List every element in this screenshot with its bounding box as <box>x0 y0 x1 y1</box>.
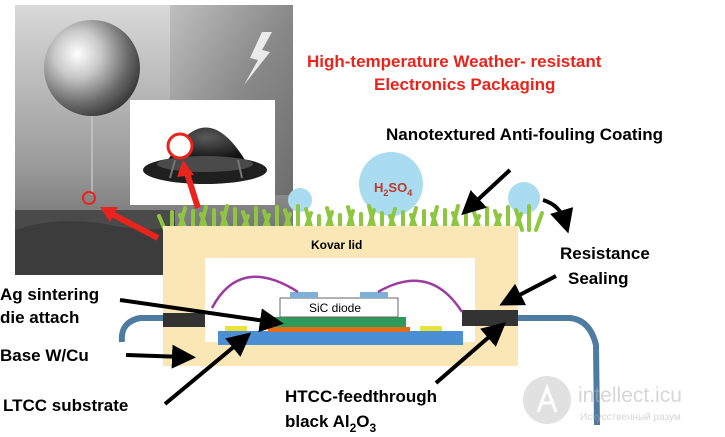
htcc-label-line2: black Al2O3 <box>285 412 377 435</box>
seal-right <box>462 310 518 326</box>
grass-blade <box>514 208 524 232</box>
wire-bond-left <box>210 275 299 309</box>
die-top-pad-right <box>360 292 388 298</box>
gold-pad-right <box>420 326 442 331</box>
lead-left <box>118 315 200 343</box>
sic-diode-label: SiC diode <box>309 301 361 315</box>
watermark-name: intellect.icu <box>578 384 682 407</box>
title-line1: High-temperature Weather- resistant <box>307 52 602 71</box>
pointer-arrows <box>119 168 574 406</box>
ltcc-label: LTCC substrate <box>3 396 128 415</box>
seal-left <box>163 313 205 327</box>
red-arrows <box>100 160 201 241</box>
watermark-logo-icon <box>523 376 571 424</box>
watermark-sub: Искусственный разум <box>580 412 681 423</box>
sic-diode <box>279 297 399 318</box>
kovar-lid-label: Kovar lid <box>311 238 362 252</box>
die-top-pad-left <box>290 292 318 298</box>
ag-sintering-label-line1: Ag sintering <box>0 285 99 304</box>
title-line2: Electronics Packaging <box>374 75 555 94</box>
watermark: intellect.icu Искусственный разум <box>523 376 682 424</box>
ag-sintering-label-line2: die attach <box>0 308 79 327</box>
wire-bond-right <box>377 279 464 313</box>
lightning-icon <box>244 32 272 85</box>
h2so4-label: H2SO4 <box>374 180 412 198</box>
blue-substrate <box>218 331 463 345</box>
base-label: Base W/Cu <box>0 346 89 365</box>
h2so4-droplet <box>359 152 423 216</box>
lead-right <box>515 315 600 426</box>
die-orange-layer <box>268 327 410 332</box>
gold-pad-left <box>225 326 247 331</box>
nanotextured-label: Nanotextured Anti-fouling Coating <box>386 125 663 144</box>
die-green-layer <box>272 317 406 327</box>
resistance-label-line2: Sealing <box>568 269 628 288</box>
balloon-icon <box>44 20 140 205</box>
small-droplet-right <box>508 182 540 214</box>
small-droplet-left <box>288 188 312 212</box>
grass-blade <box>534 211 544 232</box>
lander-icon <box>130 100 275 205</box>
resistance-label-line1: Resistance <box>560 244 650 263</box>
htcc-label-line1: HTCC-feedthrough <box>285 387 437 406</box>
